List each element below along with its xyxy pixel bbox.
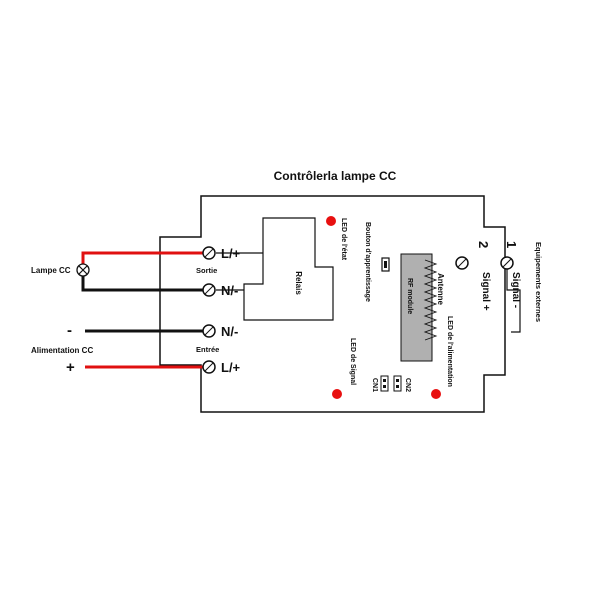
external-equipment-label: Equipements externes [534,242,543,322]
signal-plus-label: Signal + [480,272,491,311]
controller-board [159,195,506,413]
terminal-label-n-in: N/- [221,324,238,339]
power-led [431,389,441,399]
jumper-cn1 [380,375,389,392]
power-led-label: LED de l'alimentation [446,316,453,387]
power-supply-label: Alimentation CC [31,346,93,355]
terminal-signal-plus [455,256,469,270]
status-led-label: LED de l'état [340,218,347,261]
rf-module-label: RF module [406,278,413,314]
terminal-l-in [202,360,216,374]
lamp-label: Lampe CC [31,266,71,275]
lamp-wire-black [81,276,203,292]
signal-minus-label: Signal - [510,272,521,308]
relay-block [243,217,334,321]
antenna-label: Antenne [436,273,445,306]
terminal-n-in [202,324,216,338]
jumper-cn1-label: CN1 [371,378,378,392]
terminal-number-2: 2 [476,241,491,248]
diagram-title: Contrôlerla lampe CC [274,169,397,183]
terminal-label-l-in: L/+ [221,360,241,375]
input-label: Entrée [196,345,219,354]
jumper-cn2 [393,375,402,392]
signal-led [332,389,342,399]
terminal-label-l-out: L/+ [221,246,241,261]
terminal-signal-minus [500,256,514,270]
lamp-wire-red [81,251,203,264]
learning-button-label: Bouton d'apprentissage [364,222,371,302]
signal-minus-wire [506,269,521,333]
terminal-number-1: 1 [504,241,519,248]
signal-led-label: LED de Signal [349,338,356,385]
status-led [326,216,336,226]
relay-label: Relais [294,271,303,295]
jumper-cn2-label: CN2 [404,378,411,392]
lamp-symbol-cross-2 [78,265,88,275]
terminal-n-out [202,283,216,297]
terminal-label-n-out: N/- [221,283,238,298]
learning-button-inner [384,261,387,268]
plus-sign: + [66,359,75,376]
minus-sign: - [67,322,72,339]
antenna-coil [423,259,438,341]
terminal-l-out [202,246,216,260]
output-label: Sortie [196,266,217,275]
